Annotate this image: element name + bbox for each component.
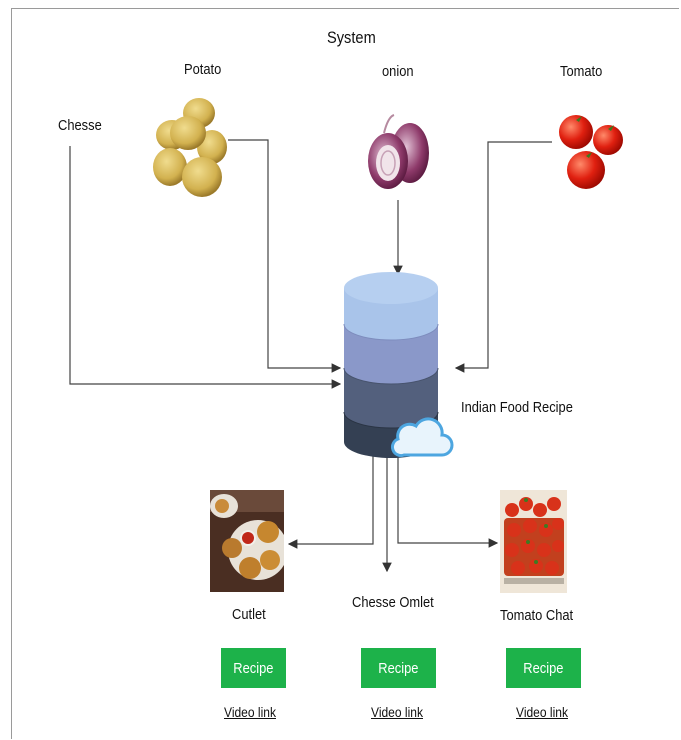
cutlet-plate-icon	[210, 490, 284, 592]
database-label: Indian Food Recipe	[461, 399, 573, 416]
diagram-title: System	[327, 28, 376, 47]
tomato-chat-icon	[500, 490, 567, 593]
video-link-tomato-chat[interactable]: Video link	[516, 704, 568, 720]
ingredient-label-onion: onion	[382, 63, 414, 80]
arrow-db-to-tomato-chat	[397, 455, 499, 548]
recipe-button-cheese-omlet[interactable]: Recipe	[361, 648, 436, 688]
arrow-tomato-to-db	[454, 141, 552, 373]
video-link-cutlet[interactable]: Video link	[224, 704, 276, 720]
cloud-icon	[390, 417, 454, 458]
dish-label-tomato-chat: Tomato Chat	[500, 607, 574, 624]
arrow-db-to-cutlet	[287, 455, 374, 549]
ingredient-label-cheese: Chesse	[58, 117, 102, 134]
recipe-button-tomato-chat[interactable]: Recipe	[506, 648, 581, 688]
dish-label-cheese-omlet: Chesse Omlet	[352, 594, 434, 611]
recipe-button-cutlet[interactable]: Recipe	[221, 648, 286, 688]
ingredient-label-tomato: Tomato	[560, 63, 603, 80]
ingredient-label-potato: Potato	[184, 61, 222, 78]
arrow-potato-to-db	[228, 139, 342, 373]
dish-label-cutlet: Cutlet	[232, 606, 266, 623]
potato-icon	[153, 98, 227, 197]
arrow-cheese-to-db	[69, 146, 342, 389]
video-link-cheese-omlet[interactable]: Video link	[371, 704, 423, 720]
database-cloud-icon	[343, 272, 454, 458]
diagram-frame	[11, 8, 679, 739]
tomato-icon	[559, 115, 623, 189]
onion-icon	[368, 114, 429, 189]
